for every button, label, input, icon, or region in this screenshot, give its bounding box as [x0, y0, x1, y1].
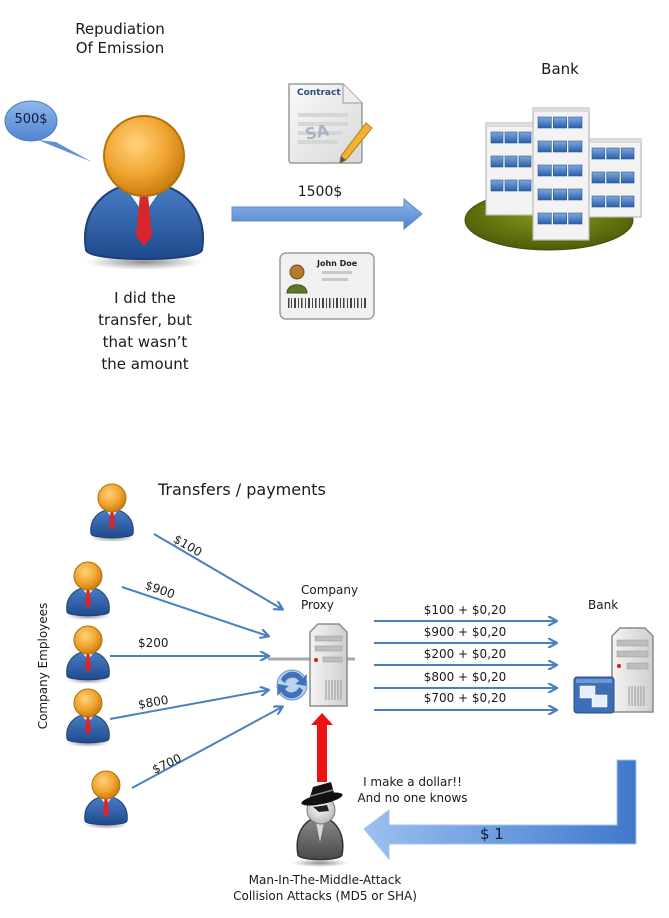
- caption-line: that wasn’t: [102, 333, 188, 351]
- window: [606, 171, 620, 184]
- window: [553, 164, 567, 177]
- employee-icon: [66, 625, 110, 684]
- window: [553, 116, 567, 129]
- window: [568, 116, 583, 129]
- attacker-label: Man-In-The-Middle-Attack Collision Attac…: [220, 872, 430, 904]
- transfer-arrow: [131, 707, 282, 789]
- repudiation-title-line1: Repudiation: [75, 20, 165, 38]
- attacker-label-line2: Collision Attacks (MD5 or SHA): [233, 889, 417, 903]
- caption-line: the amount: [101, 355, 189, 373]
- caption-line: I did the: [114, 289, 176, 307]
- transfer-amount-label: 1500$: [297, 184, 343, 200]
- repudiation-title-line2: Of Emission: [75, 39, 165, 57]
- sync-icon: [276, 669, 308, 701]
- bank-label-top: Bank: [541, 60, 579, 78]
- window: [490, 131, 504, 144]
- window: [537, 116, 552, 129]
- employee-icon: [90, 483, 134, 542]
- window: [553, 188, 567, 201]
- building: [485, 122, 539, 216]
- proxy-transfer-label: $200 + $0,20: [423, 647, 507, 661]
- window: [504, 179, 518, 192]
- window: [591, 195, 605, 208]
- repudiation-title: Repudiation Of Emission: [60, 20, 180, 58]
- caption-line: transfer, but: [98, 311, 192, 329]
- barcode: [288, 298, 366, 308]
- window: [537, 188, 552, 201]
- proxy-transfer-label: $100 + $0,20: [423, 603, 507, 617]
- window: [490, 179, 504, 192]
- building: [586, 138, 642, 218]
- window: [553, 212, 567, 225]
- window: [504, 131, 518, 144]
- proxy-transfer-label: $800 + $0,20: [423, 670, 507, 684]
- employee-amount-label: $200: [138, 636, 169, 650]
- building: [532, 107, 590, 241]
- window: [504, 155, 518, 168]
- transfer-arrow: [109, 690, 268, 720]
- window: [518, 155, 532, 168]
- window: [490, 155, 504, 168]
- proxy-label-line2: Proxy: [301, 598, 334, 612]
- window: [591, 147, 605, 160]
- id-card-name: John Doe: [317, 259, 358, 268]
- window: [606, 195, 620, 208]
- return-amount-label: $ 1: [480, 825, 504, 843]
- window: [537, 212, 552, 225]
- window-icon: [573, 676, 615, 714]
- window: [568, 188, 583, 201]
- window: [553, 140, 567, 153]
- window: [518, 179, 532, 192]
- window: [606, 147, 620, 160]
- window: [621, 171, 635, 184]
- window: [621, 147, 635, 160]
- window: [568, 164, 583, 177]
- attacker-label-line1: Man-In-The-Middle-Attack: [248, 873, 402, 887]
- proxy-transfer-label: $900 + $0,20: [423, 625, 507, 639]
- window: [537, 140, 552, 153]
- employee-icon: [66, 688, 110, 747]
- window: [568, 140, 583, 153]
- attacker-quote-line2: And no one knows: [357, 791, 468, 805]
- proxy-label-line1: Company: [301, 583, 359, 597]
- proxy-label: Company Proxy: [301, 583, 358, 613]
- transfer-arrow: [153, 533, 282, 609]
- employee-icon: [66, 561, 110, 620]
- repudiation-caption: I did the transfer, but that wasn’t the …: [60, 287, 230, 375]
- attacker-quote: I make a dollar!! And no one knows: [350, 774, 475, 806]
- proxy-transfer-label: $700 + $0,20: [423, 691, 507, 705]
- contract-watermark: SA: [303, 120, 331, 144]
- window: [591, 171, 605, 184]
- window: [568, 212, 583, 225]
- attacker-quote-line1: I make a dollar!!: [363, 775, 462, 789]
- employee-icon: [84, 770, 128, 829]
- bank-label-bottom: Bank: [588, 598, 619, 612]
- window: [537, 164, 552, 177]
- transfers-title: Transfers / payments: [158, 480, 326, 499]
- contract-label: Contract: [297, 88, 341, 98]
- speech-bubble-text: 500$: [14, 112, 48, 127]
- window: [518, 131, 532, 144]
- transfer-arrow: [121, 586, 268, 636]
- window: [621, 195, 635, 208]
